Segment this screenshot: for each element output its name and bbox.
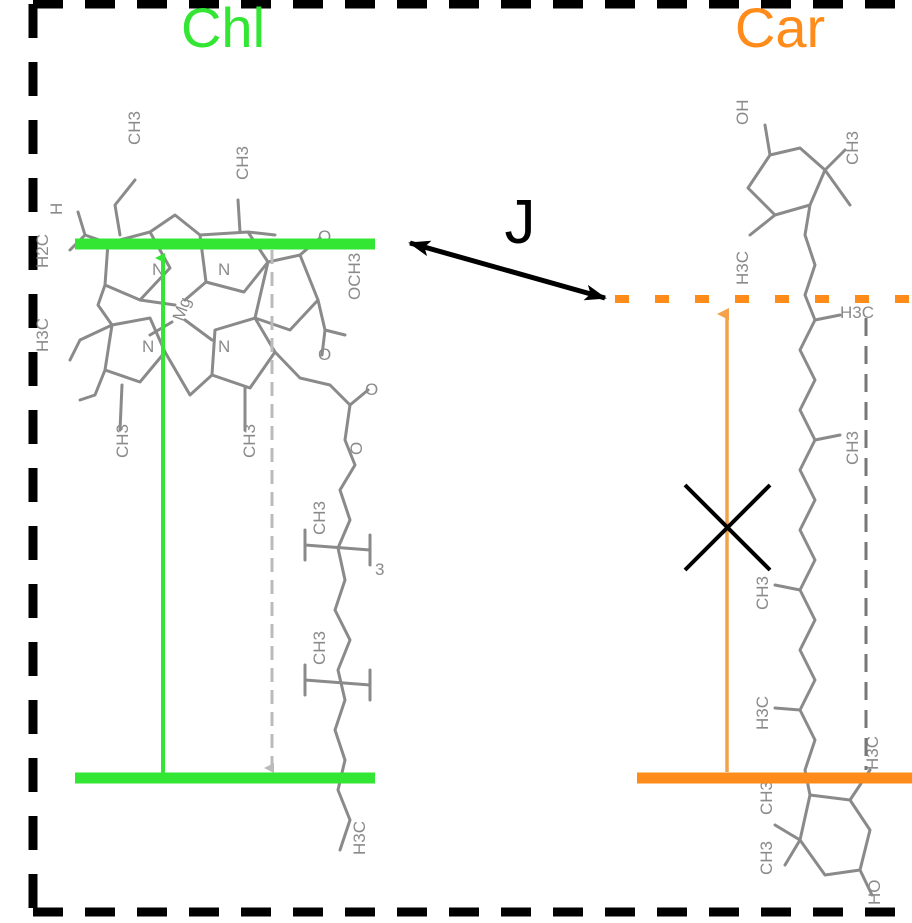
svg-text:OCH3: OCH3 (345, 253, 364, 300)
svg-text:O: O (365, 380, 378, 399)
svg-text:CH3: CH3 (757, 841, 776, 875)
svg-text:N: N (218, 337, 230, 356)
svg-text:CH3: CH3 (310, 501, 329, 535)
svg-text:CH3: CH3 (125, 111, 144, 145)
svg-text:CH3: CH3 (843, 431, 862, 465)
dashed-frame (28, 0, 912, 917)
svg-text:CH3: CH3 (233, 146, 252, 180)
svg-text:O: O (347, 442, 366, 455)
chl-title: Chl (181, 0, 265, 59)
mg-atom-label: Mg (169, 295, 195, 324)
svg-text:CH3: CH3 (843, 131, 862, 165)
svg-text:O: O (318, 345, 331, 364)
svg-text:N: N (218, 260, 230, 279)
chlorophyll-atom-labels: CH3 H H2C CH3 O OCH3 O H3C CH3 O O CH3 C… (33, 111, 384, 855)
carotenoid-structure (746, 123, 874, 897)
carotenoid-atom-labels: OH CH3 H3C H3C CH3 CH3 H3C H3C CH3 CH3 H… (733, 100, 884, 906)
car-title: Car (735, 0, 825, 59)
svg-text:CH3: CH3 (113, 424, 132, 458)
svg-text:CH3: CH3 (753, 576, 772, 610)
svg-text:H2C: H2C (33, 234, 52, 268)
double-arrow-icon (408, 240, 607, 301)
svg-text:H3C: H3C (350, 821, 369, 855)
svg-text:CH3: CH3 (310, 631, 329, 665)
svg-text:OH: OH (733, 100, 752, 126)
svg-text:CH3: CH3 (757, 781, 776, 815)
svg-text:CH3: CH3 (240, 424, 259, 458)
chlorophyll-structure (68, 178, 372, 852)
svg-text:H3C: H3C (840, 303, 874, 322)
svg-text:H3C: H3C (863, 736, 882, 770)
svg-text:HO: HO (865, 880, 884, 906)
coupling-label: J (505, 188, 536, 257)
svg-text:H3C: H3C (33, 318, 52, 352)
svg-text:H3C: H3C (733, 251, 752, 285)
svg-text:H3C: H3C (753, 696, 772, 730)
cross-icon (683, 483, 772, 572)
svg-text:N: N (142, 337, 154, 356)
svg-text:3: 3 (375, 560, 384, 579)
svg-text:H: H (47, 203, 66, 215)
